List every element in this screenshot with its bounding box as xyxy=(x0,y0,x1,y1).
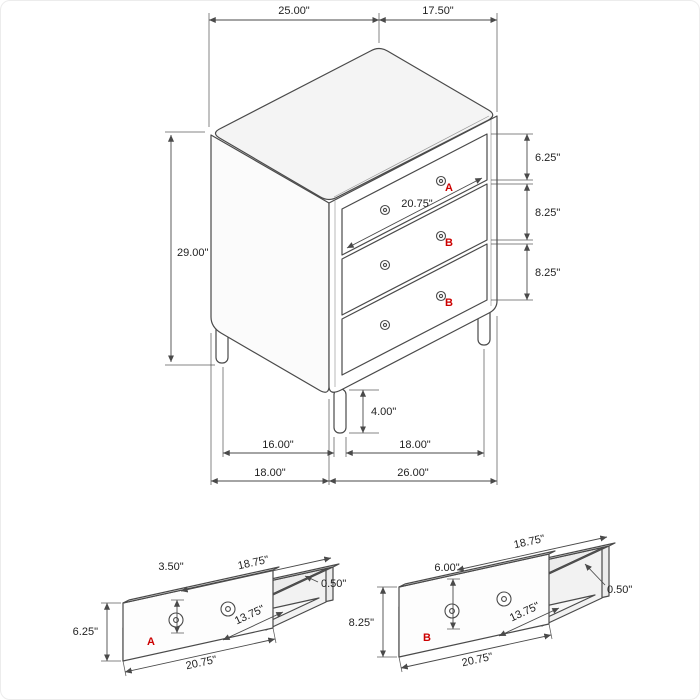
extension-lines xyxy=(101,602,121,662)
drawer-knob-center xyxy=(173,617,179,623)
dimension-line xyxy=(124,637,276,674)
dim-a-back-height: 3.50" xyxy=(158,561,184,634)
dim-label-drawer-b-height: 8.25" xyxy=(535,207,560,219)
drawer-knob-center xyxy=(501,596,507,602)
drawer-knob-center xyxy=(225,606,231,612)
drawer-knob-center xyxy=(382,262,388,268)
chest-leg-front xyxy=(333,388,347,434)
dim-label-leg-spacing-width: 18.00" xyxy=(399,439,431,451)
extension-lines xyxy=(491,133,533,301)
dim-label-b-wall-thickness: 0.50" xyxy=(607,584,632,596)
dim-label-overall-height: 29.00" xyxy=(177,247,209,259)
extension-lines xyxy=(222,349,485,457)
dim-label-top-width: 25.00" xyxy=(278,5,310,17)
dimension-line xyxy=(456,535,608,572)
extension-lines xyxy=(210,316,498,485)
dim-drawer-front-heights: 6.25" 8.25" 8.25" xyxy=(491,133,560,301)
chest-isometric-view: A B B xyxy=(210,47,498,434)
dim-b-front-height: 8.25" xyxy=(349,586,397,658)
drawer-knob-center xyxy=(438,233,444,239)
leader-line xyxy=(304,575,319,583)
dimension-line xyxy=(400,633,552,670)
dim-overall-footprint: 18.00" 26.00" xyxy=(210,316,498,485)
dim-label-a-overall-width: 20.75" xyxy=(185,654,218,672)
drawer-knob-center xyxy=(438,293,444,299)
drawer-a-letter: A xyxy=(445,182,453,194)
drawer-knob-center xyxy=(382,207,388,213)
dimension-line xyxy=(180,556,332,593)
dim-a-front-height: 6.25" xyxy=(73,602,121,662)
dim-top-width-depth: 25.00" 17.50" xyxy=(208,5,498,127)
drawer-b-letter: B xyxy=(445,237,453,249)
drawer-b-detail-letter: B xyxy=(423,632,431,644)
dim-label-drawer-c-height: 8.25" xyxy=(535,267,560,279)
drawer-b-detail: B 6.00" 18.75" 0.50" 8.25" 13.75" 20.75" xyxy=(349,533,632,673)
dim-b-wall-thickness: 0.50" xyxy=(584,563,632,596)
dim-label-b-back-height: 6.00" xyxy=(434,562,459,574)
dim-label-a-front-height: 6.25" xyxy=(73,626,98,638)
dim-b-back-height: 6.00" xyxy=(434,562,460,630)
dim-label-leg-spacing-depth: 16.00" xyxy=(262,439,294,451)
dim-a-wall-thickness: 0.50" xyxy=(304,575,346,590)
drawer-knob-center xyxy=(438,178,444,184)
drawer-a-detail: A 3.50" 18.75" 0.50" 6.25" 13.75" 20.75" xyxy=(73,554,346,677)
extension-lines xyxy=(165,131,215,366)
dim-overall-height: 29.00" xyxy=(165,131,215,366)
chest-drawer-c-front xyxy=(341,243,488,376)
dim-label-overall-width: 26.00" xyxy=(397,467,429,479)
dim-label-overall-depth: 18.00" xyxy=(254,467,286,479)
dimension-line xyxy=(222,611,284,641)
chest-top-face xyxy=(214,47,494,201)
drawer-a-detail-letter: A xyxy=(147,636,155,648)
dim-label-b-front-height: 8.25" xyxy=(349,617,374,629)
extension-lines xyxy=(377,586,397,658)
chest-drawer-c-knobs xyxy=(379,290,447,331)
drawer-knob-center xyxy=(382,322,388,328)
drawer-c-letter: B xyxy=(445,297,453,309)
dim-label-a-wall-thickness: 0.50" xyxy=(321,578,346,590)
leader-line xyxy=(584,563,606,586)
dim-label-drawer-width: 20.75" xyxy=(401,198,433,210)
dim-leg-height: 4.00" xyxy=(349,389,396,434)
dim-leg-spacings: 16.00" 18.00" xyxy=(222,349,485,457)
dim-label-top-depth: 17.50" xyxy=(422,5,454,17)
dim-label-leg-height: 4.00" xyxy=(371,406,396,418)
dim-label-drawer-a-height: 6.25" xyxy=(535,152,560,164)
dim-label-a-back-height: 3.50" xyxy=(158,561,183,573)
dim-label-b-interior-width: 18.75" xyxy=(513,533,546,551)
dimension-line xyxy=(498,607,560,637)
dimension-line xyxy=(346,177,483,249)
dim-drawer-width: 20.75" xyxy=(346,177,483,249)
drawer-knob-center xyxy=(449,608,455,614)
